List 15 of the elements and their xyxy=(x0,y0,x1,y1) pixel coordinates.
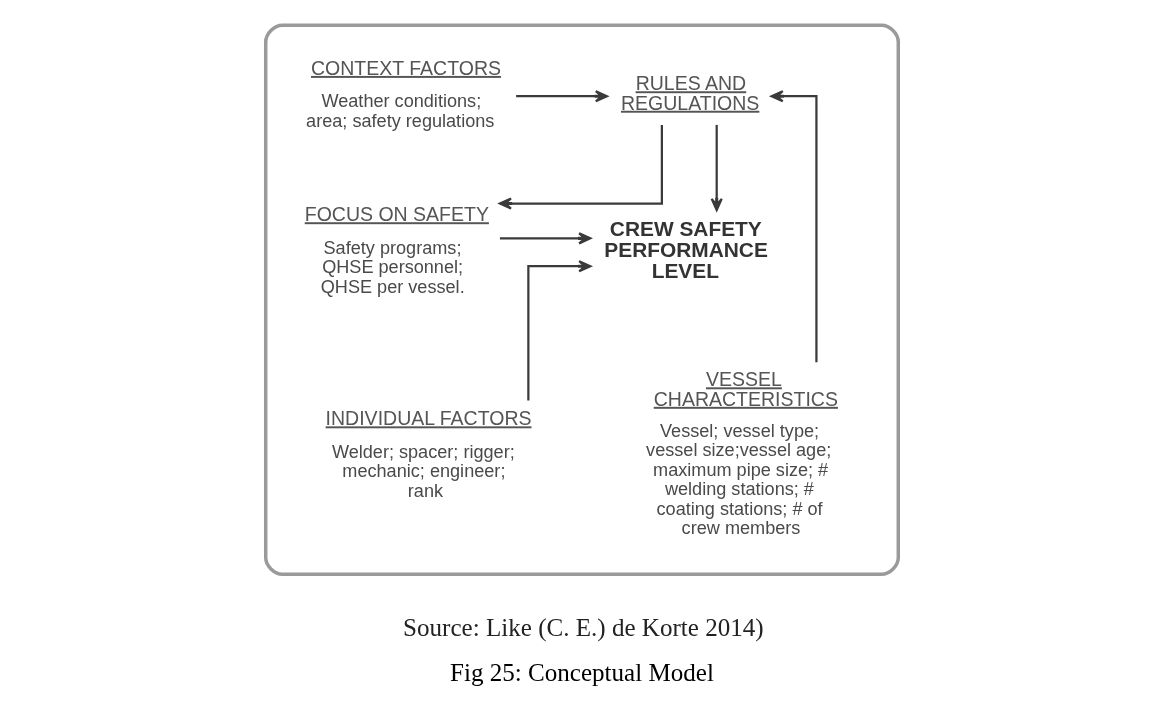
node-text: VESSEL CHARACTERISTICS Vessel; vessel type; vessel size;vessel age; maximum pipe size; # welding stations; # coating stations; # of crew members xyxy=(646,368,838,539)
cluster xyxy=(264,23,900,576)
node-text: RULES AND REGULATIONS xyxy=(621,72,760,114)
caption: Fig 25: Conceptual Model xyxy=(450,658,714,686)
arrow xyxy=(770,90,818,363)
arrow xyxy=(710,124,723,212)
arrow xyxy=(498,125,663,210)
node-text: FOCUS ON SAFETY Safety programs; QHSE personnel; QHSE per vessel. xyxy=(304,203,489,297)
arrow xyxy=(499,232,592,245)
label: Source: Like (C. E.) de Korte 2014) xyxy=(403,614,764,642)
node-text: CONTEXT FACTORS Weather conditions; area; safety regulations xyxy=(306,56,501,131)
node-text: INDIVIDUAL FACTORS Welder; spacer; rigger; mechanic; engineer; rank xyxy=(325,407,532,501)
arrow xyxy=(527,260,592,401)
node-text: CREW SAFETY PERFORMANCE LEVEL xyxy=(604,217,768,283)
arrow xyxy=(516,90,609,103)
